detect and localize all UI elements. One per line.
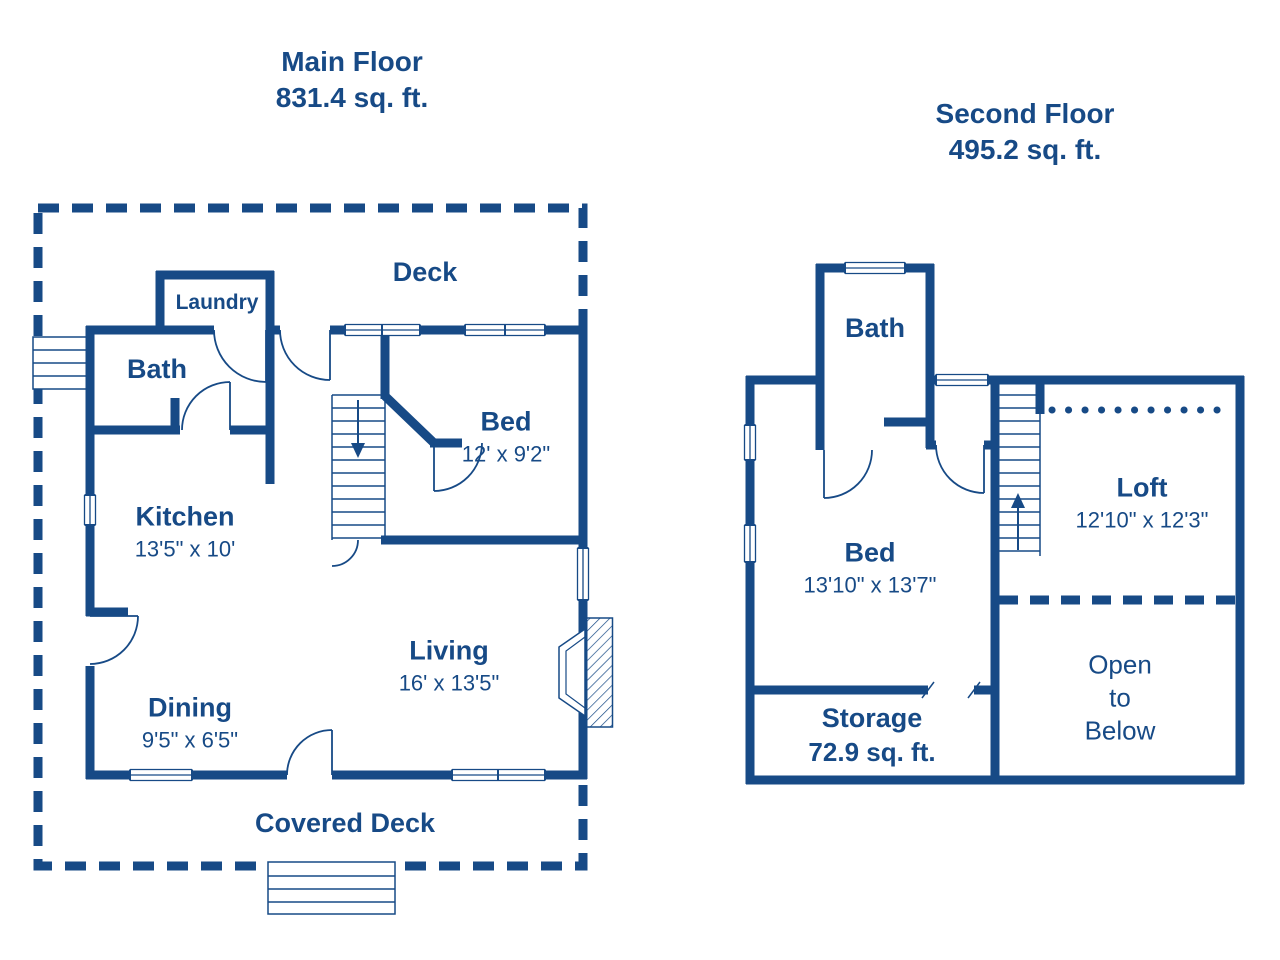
window: [935, 373, 989, 387]
room-label-bed-main: Bed 12' x 9'2": [462, 407, 550, 468]
room-label-bath-second: Bath: [845, 313, 905, 343]
room-label-kitchen: Kitchen 13'5" x 10': [135, 502, 236, 563]
fireplace-hearth: [558, 627, 586, 718]
loft-name: Loft: [1116, 472, 1168, 503]
bed-main-dimensions: 12' x 9'2": [461, 441, 551, 467]
entry-steps-treads: [268, 875, 395, 903]
stairs-down-arrowhead: [351, 443, 365, 458]
dining-dimensions: 9'5" x 6'5": [141, 727, 239, 753]
stair-base-arc: [331, 539, 359, 567]
fireplace-firebox: [565, 636, 586, 709]
window: [576, 547, 590, 601]
window: [344, 323, 421, 337]
windows-second: [743, 261, 989, 563]
entry-steps: [267, 861, 396, 915]
storage-area-text: 72.9 sq. ft.: [808, 737, 936, 767]
stairs-main: [331, 394, 386, 540]
main-floor-title: Main Floor 831.4 sq. ft.: [276, 44, 429, 116]
living-name: Living: [409, 635, 489, 666]
window: [129, 768, 193, 782]
kitchen-name: Kitchen: [135, 501, 235, 532]
bath2-door-arc: [823, 449, 873, 499]
open-to-below-line3: Below: [1084, 715, 1156, 746]
room-label-open-to-below: Open to Below: [1085, 649, 1156, 748]
bed-main-name: Bed: [480, 406, 532, 437]
room-label-living: Living 16' x 13'5": [399, 636, 500, 697]
storage-name: Storage: [821, 703, 923, 733]
bath-door-arc: [181, 381, 231, 431]
kitchen-dimensions: 13'5" x 10': [134, 536, 236, 562]
second-floor-plan: [743, 261, 1245, 785]
room-label-covered-deck: Covered Deck: [254, 808, 436, 838]
window: [464, 323, 546, 337]
deck-door-arc: [279, 329, 331, 381]
loft-dimensions: 12'10" x 12'3": [1075, 507, 1209, 533]
entry-steps-box: [267, 861, 396, 915]
room-label-storage: Storage 72.9 sq. ft.: [808, 703, 935, 767]
window: [844, 261, 906, 275]
room-label-dining: Dining 9'5" x 6'5": [142, 693, 238, 754]
second-floor-title: Second Floor 495.2 sq. ft.: [936, 96, 1115, 168]
fireplace-chimney: [584, 617, 614, 728]
bed-door-arc: [433, 442, 483, 492]
living-dimensions: 16' x 13'5": [398, 670, 500, 696]
main-floor-area-text: 831.4 sq. ft.: [275, 82, 429, 113]
main-floor-title-text: Main Floor: [281, 46, 423, 77]
window: [743, 424, 757, 461]
main-interior-walls: [86, 270, 587, 617]
window: [451, 768, 546, 782]
covered-deck-door-arc: [286, 729, 333, 776]
bed-second-dimensions: 13'10" x 13'7": [803, 572, 937, 598]
main-floor-plan: [32, 203, 614, 915]
window: [83, 494, 97, 526]
laundry-door-arc: [213, 329, 267, 383]
room-label-bath-main: Bath: [127, 354, 187, 384]
stairs-up-arrowhead: [1011, 493, 1025, 508]
open-to-below-line1: Open: [1088, 649, 1152, 680]
stairs-second-treads: [999, 394, 1041, 556]
second-floor-area-text: 495.2 sq. ft.: [948, 134, 1102, 165]
side-door-arc: [89, 615, 139, 665]
window: [743, 524, 757, 563]
room-label-deck: Deck: [392, 257, 458, 287]
side-steps-treads: [33, 349, 90, 377]
open-to-below-line2: to: [1109, 682, 1131, 713]
windows-main: [83, 323, 590, 782]
side-steps: [32, 336, 91, 390]
storage-opening-break-marks: [921, 681, 981, 699]
room-label-bed-second: Bed 13'10" x 13'7": [804, 538, 937, 599]
second-floor-title-text: Second Floor: [935, 98, 1115, 129]
stairs-second: [999, 394, 1041, 556]
landing-door-arc: [935, 444, 985, 494]
dining-name: Dining: [148, 692, 232, 723]
room-label-loft: Loft 12'10" x 12'3": [1076, 473, 1209, 534]
doors-second: [823, 444, 985, 499]
fireplace: [558, 617, 614, 728]
bed-second-name: Bed: [844, 537, 896, 568]
room-label-laundry: Laundry: [175, 291, 259, 314]
doors-main: [89, 329, 483, 776]
